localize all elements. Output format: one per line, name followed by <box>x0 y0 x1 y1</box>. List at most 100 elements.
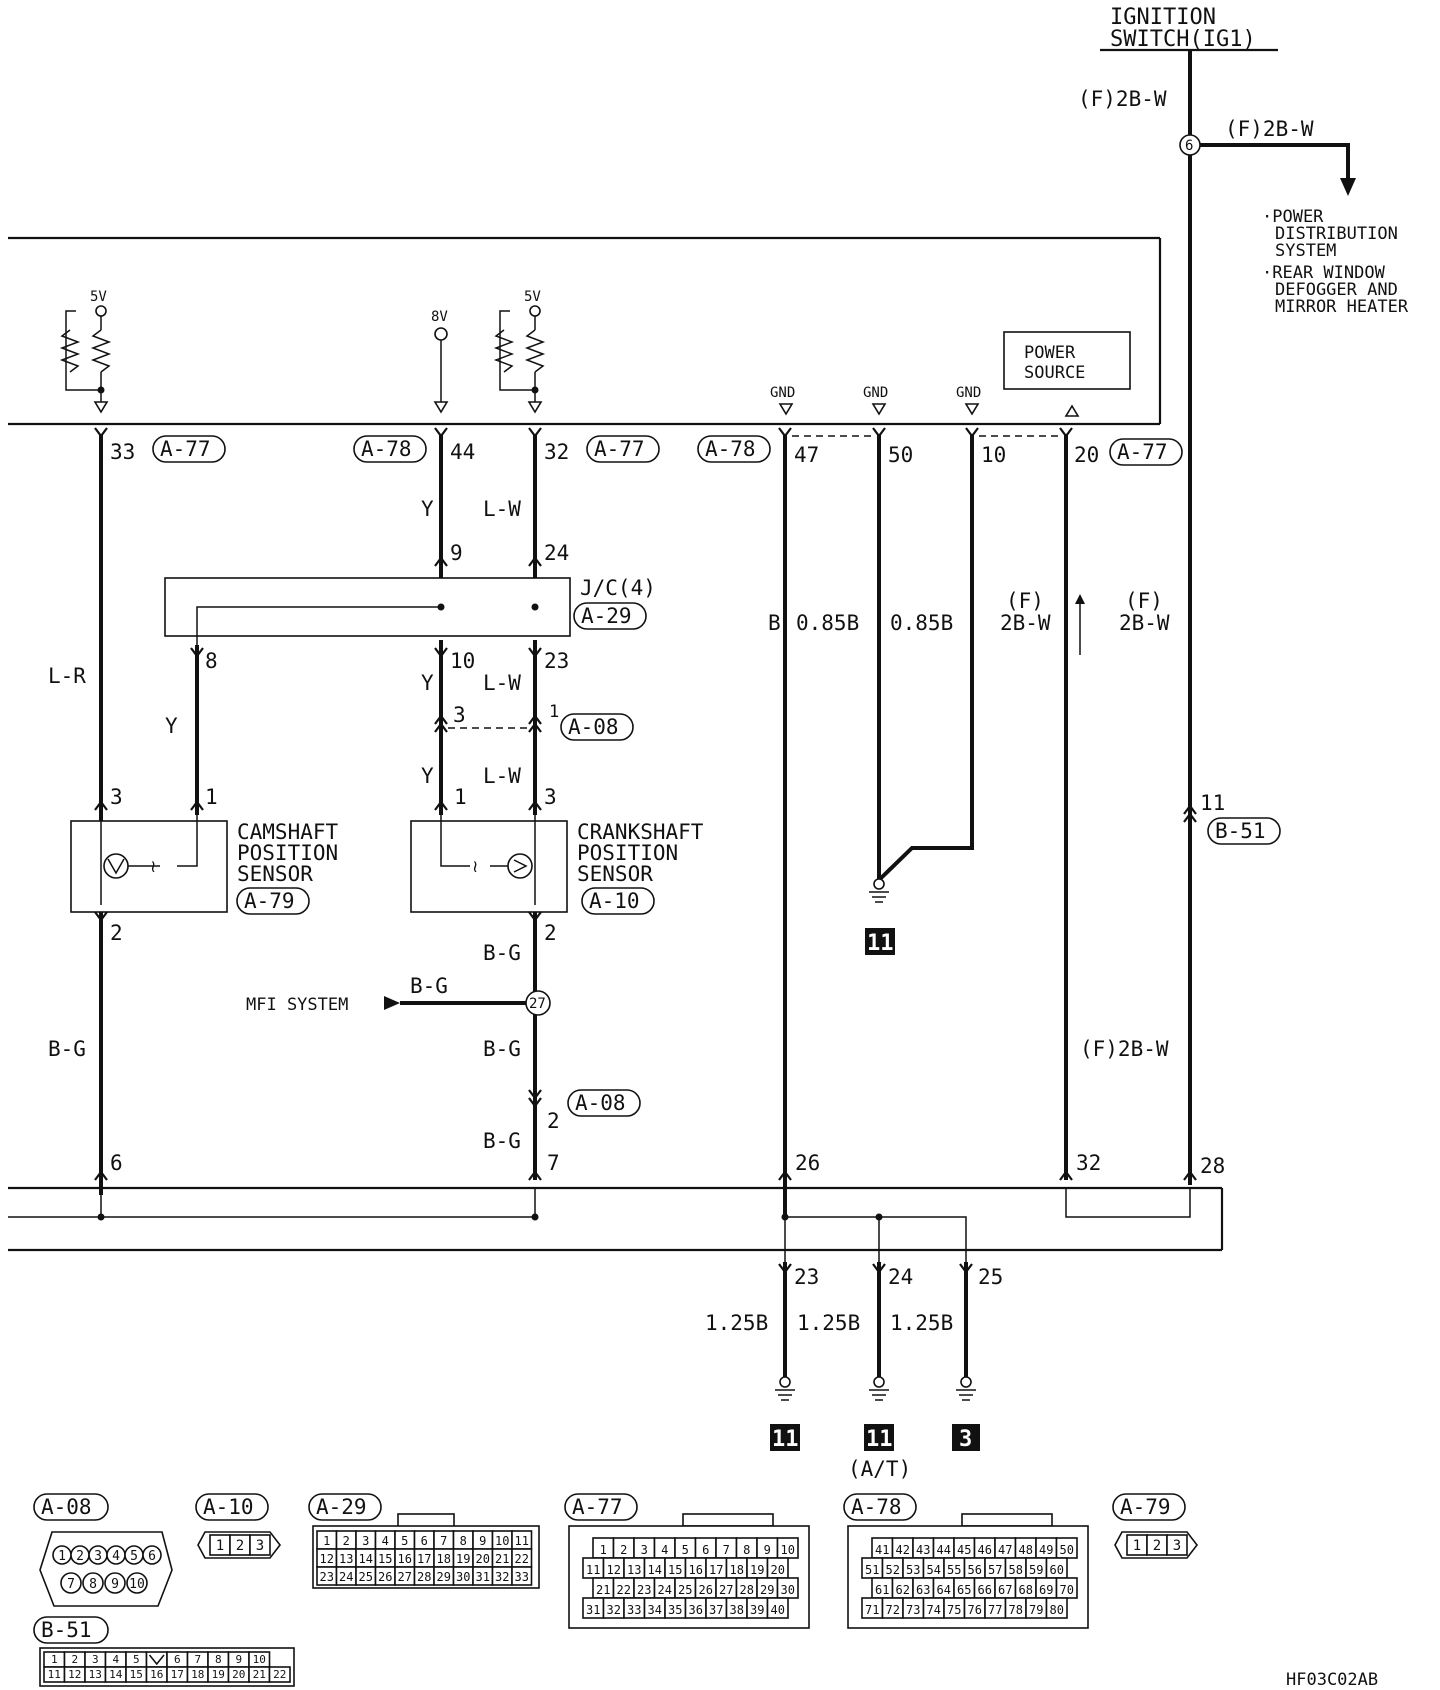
pin-tick-icon <box>778 1263 792 1274</box>
pin-number: 62 <box>896 1583 910 1597</box>
node-dot <box>97 1213 105 1221</box>
pin-number: 8 <box>743 1543 750 1557</box>
pin-tick-icon <box>94 911 108 922</box>
node-dot <box>97 386 105 394</box>
pin-bottom-32: 32 <box>1076 1151 1101 1175</box>
figure-code: HF03C02AB <box>1286 1670 1378 1690</box>
pin-number: 10 <box>129 1577 145 1592</box>
resistor-icon <box>59 329 81 373</box>
resistor-icon <box>90 329 112 373</box>
intermediate-connector-a08-top: 3 1 A-08 <box>434 702 634 741</box>
pin-number: 5 <box>130 1549 138 1564</box>
connector-view-label: A-10 <box>203 1495 254 1519</box>
ground-point-number: 11 <box>867 931 894 956</box>
pin-number: 28 <box>417 1570 431 1584</box>
pin-tick-icon <box>1183 1170 1197 1181</box>
pin-number: 23 <box>637 1583 651 1597</box>
crankshaft-signal-link <box>440 815 470 867</box>
connector-latch <box>961 1513 1053 1527</box>
connector-body <box>39 1531 173 1607</box>
wire-label-085b: 0.85B <box>890 611 953 635</box>
junction-27 <box>525 990 551 1016</box>
connector-tag-label: A-77 <box>160 437 211 461</box>
pullup-left-frame <box>65 310 101 391</box>
pin-number: 15 <box>130 1668 143 1681</box>
mfi-system-feed: MFI SYSTEM B-G 27 <box>246 974 551 1016</box>
pin-number: 16 <box>689 1563 703 1577</box>
pin-b51-11: 11 <box>1200 791 1225 815</box>
pin-number: 4 <box>112 1549 120 1564</box>
wire-label-f2bw: (F)2B-W <box>1080 1037 1169 1061</box>
joint-internal-link <box>196 606 441 645</box>
resistor-icon <box>524 329 546 373</box>
pin-tick-icon <box>190 800 204 811</box>
pin-number: 65 <box>957 1583 971 1597</box>
pin-number: 10 <box>495 1534 509 1548</box>
supply-8v-label: 8V <box>431 309 448 325</box>
pin-crk-2: 2 <box>544 921 557 945</box>
ground-point-number: 11 <box>772 1427 799 1452</box>
pin-number: 79 <box>1029 1603 1043 1617</box>
connector-tag-label: A-29 <box>581 604 632 628</box>
pin-cell <box>104 1572 126 1594</box>
pin-number: 15 <box>378 1552 392 1566</box>
pin-cell <box>82 1572 104 1594</box>
pin-number: 54 <box>927 1563 941 1577</box>
supply-8v-terminal <box>434 327 448 341</box>
node-dot <box>781 1213 789 1221</box>
wire-label-y: Y <box>421 764 434 788</box>
pin-number: 53 <box>906 1563 920 1577</box>
pin-number: 17 <box>171 1668 184 1681</box>
pin-number: 73 <box>906 1603 920 1617</box>
connector-tick-icon <box>528 714 542 725</box>
connector-tick-icon <box>528 1089 542 1100</box>
pin-cell <box>268 1666 291 1683</box>
wire-label-bg: B-G <box>483 941 521 965</box>
connector-tick-icon <box>434 714 448 725</box>
pin-number: 18 <box>730 1563 744 1577</box>
pin-number: 3 <box>94 1549 102 1564</box>
connector-tag <box>195 1493 269 1521</box>
pin-number: 12 <box>68 1668 81 1681</box>
pin-number: 12 <box>607 1563 621 1577</box>
pin-number: 37 <box>709 1603 723 1617</box>
connector-tag <box>560 713 634 741</box>
pin-number: 30 <box>456 1570 470 1584</box>
wire-ground-10 <box>877 434 974 882</box>
pin-tick-icon <box>434 647 448 658</box>
pin-number: 33 <box>627 1603 641 1617</box>
supply-5v-left-terminal <box>95 305 107 317</box>
pin-number: 5 <box>682 1543 689 1557</box>
camshaft-label-line3: SENSOR <box>237 862 313 886</box>
pin-bottom-28: 28 <box>1200 1154 1225 1178</box>
ground-point-badge <box>952 1424 980 1451</box>
connector-tag <box>573 602 647 630</box>
pin-number: 55 <box>947 1563 961 1577</box>
connector-tag <box>1112 1493 1186 1521</box>
power-branch-arrow-icon <box>1340 178 1356 196</box>
pin-cam-1: 1 <box>205 785 218 809</box>
pin-number: 44 <box>937 1543 951 1557</box>
connector-tick-icon <box>1183 804 1197 815</box>
pin-number: 34 <box>648 1603 662 1617</box>
pin-number: 32 <box>607 1603 621 1617</box>
supply-5v-left-label: 5V <box>90 289 107 305</box>
node-dot <box>875 1213 883 1221</box>
pin-number: 9 <box>111 1577 119 1592</box>
pin-number: 20 <box>476 1552 490 1566</box>
connector-view-label: A-79 <box>1120 1495 1171 1519</box>
pin-number: 72 <box>886 1603 900 1617</box>
connector-tag <box>33 1616 109 1644</box>
destination-line-4: ·REAR WINDOW <box>1262 263 1386 283</box>
wire-label-b: B <box>768 611 781 635</box>
pin-number: 77 <box>988 1603 1002 1617</box>
pin-cam-3: 3 <box>110 785 123 809</box>
connector-tag <box>1207 817 1281 845</box>
pin-number: 13 <box>627 1563 641 1577</box>
pin-tick-icon <box>872 427 886 438</box>
supply-8v: 8V <box>431 309 448 414</box>
ecu-pin-ticks <box>94 427 1073 438</box>
connector-tag-a78-right: A-78 <box>697 435 771 463</box>
